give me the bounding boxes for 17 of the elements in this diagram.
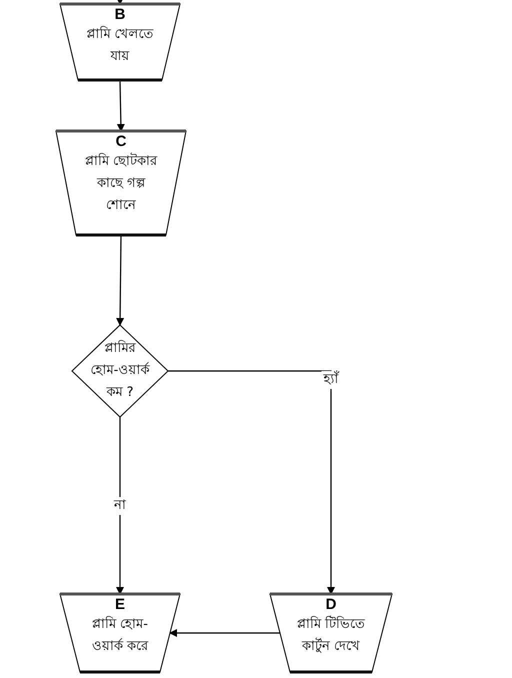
edge-label: না [112,496,128,514]
step-letter: D [326,596,336,614]
decision-text: প্লামির হোম-ওয়ার্ক কম ? [90,339,150,402]
step-text: প্লামি ছোটকার কাছে গল্প শোনে [84,152,158,215]
arrow [168,370,335,595]
arrow [116,417,124,595]
step-text: প্লামি খেলতে যায় [85,25,155,66]
arrow [169,629,280,637]
arrow [116,235,124,326]
arrow [116,80,125,132]
edge-label: হ্যাঁ [322,371,340,389]
step-letter: C [116,133,126,151]
step-text: প্লামি টিভিতে কার্টুন দেখে [296,614,366,656]
step-letter: E [114,596,125,614]
arrow [116,0,124,5]
step-text: প্লামি হোম-ওয়ার্ক করে [90,615,150,656]
step-letter: B [114,6,126,24]
